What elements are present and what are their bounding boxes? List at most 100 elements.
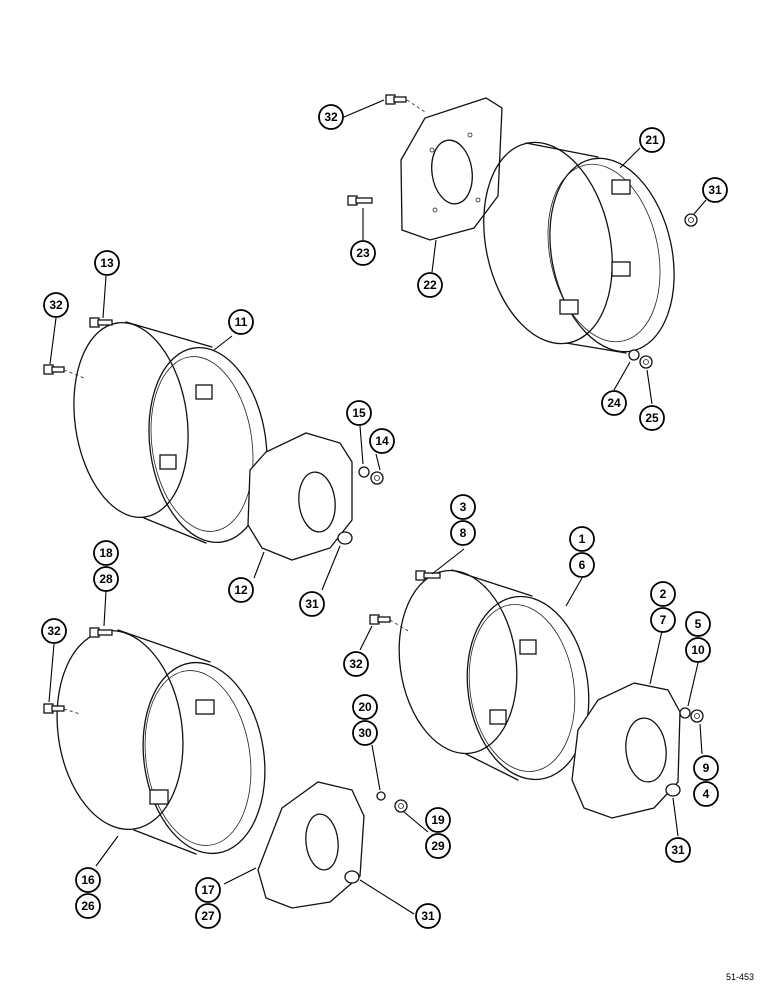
spacer-31-mid <box>337 531 353 545</box>
center-plate-17-27 <box>257 781 365 909</box>
callout-25: 25 <box>639 405 665 431</box>
svg-text:10: 10 <box>691 643 705 657</box>
svg-text:5: 5 <box>695 617 702 631</box>
svg-text:23: 23 <box>356 246 370 260</box>
bolt-13 <box>89 317 113 328</box>
callout-31-bottom: 31 <box>415 903 441 929</box>
svg-text:31: 31 <box>708 183 722 197</box>
callout-19: 19 <box>425 807 451 833</box>
callout-14: 14 <box>369 428 395 454</box>
callout-22: 22 <box>417 272 443 298</box>
callout-23: 23 <box>350 240 376 266</box>
svg-text:31: 31 <box>421 909 435 923</box>
center-plate-12 <box>247 432 353 561</box>
svg-text:25: 25 <box>645 411 659 425</box>
svg-text:31: 31 <box>305 597 319 611</box>
diagram-reference-number: 51-453 <box>725 972 754 982</box>
svg-text:14: 14 <box>375 434 389 448</box>
bolt-32-mid <box>43 364 85 379</box>
nuts-14-15 <box>358 466 384 485</box>
svg-text:8: 8 <box>460 526 467 540</box>
callout-20: 20 <box>352 694 378 720</box>
svg-text:32: 32 <box>47 624 61 638</box>
leader-lines <box>48 99 707 915</box>
callout-29: 29 <box>425 833 451 859</box>
svg-text:31: 31 <box>671 843 685 857</box>
callout-11: 11 <box>228 309 254 335</box>
svg-text:20: 20 <box>358 700 372 714</box>
callout-15: 15 <box>346 400 372 426</box>
callout-13: 13 <box>94 250 120 276</box>
svg-text:19: 19 <box>431 813 445 827</box>
callout-8: 8 <box>450 520 476 546</box>
rim-1-6 <box>398 569 590 781</box>
nut-31-top <box>684 213 698 227</box>
callout-1: 1 <box>569 526 595 552</box>
svg-text:1: 1 <box>579 532 586 546</box>
svg-text:30: 30 <box>358 726 372 740</box>
svg-text:24: 24 <box>607 396 621 410</box>
callout-27: 27 <box>195 903 221 929</box>
svg-text:32: 32 <box>349 657 363 671</box>
callout-31-right: 31 <box>665 837 691 863</box>
svg-text:27: 27 <box>201 909 215 923</box>
callout-28: 28 <box>93 566 119 592</box>
callout-9: 9 <box>693 755 719 781</box>
callout-26: 26 <box>75 893 101 919</box>
callout-31-top: 31 <box>702 177 728 203</box>
callout-16: 16 <box>75 867 101 893</box>
bolt-32-right <box>369 614 411 633</box>
callout-7: 7 <box>650 607 676 633</box>
svg-text:13: 13 <box>100 256 114 270</box>
nuts-5-10-9-4 <box>679 707 704 723</box>
spacer-31-bottom <box>344 870 360 884</box>
callout-32-right: 32 <box>343 651 369 677</box>
svg-text:9: 9 <box>703 761 710 775</box>
callout-6: 6 <box>569 552 595 578</box>
callout-12: 12 <box>228 577 254 603</box>
svg-text:2: 2 <box>660 587 667 601</box>
callout-5: 5 <box>685 611 711 637</box>
bolt-3-8 <box>415 570 441 581</box>
svg-text:32: 32 <box>49 298 63 312</box>
rim-11 <box>73 321 268 544</box>
callout-32-bottom: 32 <box>41 618 67 644</box>
center-plate-22 <box>400 97 503 241</box>
rim-16-26 <box>56 629 266 855</box>
svg-text:21: 21 <box>645 133 659 147</box>
callout-4: 4 <box>693 781 719 807</box>
callout-3: 3 <box>450 494 476 520</box>
callout-32-mid: 32 <box>43 292 69 318</box>
svg-text:17: 17 <box>201 883 215 897</box>
svg-text:6: 6 <box>579 558 586 572</box>
nuts-20-30-19-29 <box>376 791 408 813</box>
svg-text:22: 22 <box>423 278 437 292</box>
center-plate-2-7 <box>571 682 681 819</box>
svg-text:4: 4 <box>703 787 710 801</box>
callout-18: 18 <box>93 540 119 566</box>
svg-text:12: 12 <box>234 583 248 597</box>
bolt-32-bottom <box>43 703 81 715</box>
callout-31-mid: 31 <box>299 591 325 617</box>
svg-text:7: 7 <box>660 613 667 627</box>
callout-10: 10 <box>685 637 711 663</box>
callout-2: 2 <box>650 581 676 607</box>
callout-17: 17 <box>195 877 221 903</box>
callout-32-top: 32 <box>318 104 344 130</box>
svg-text:11: 11 <box>235 315 248 329</box>
bolt-18-28 <box>89 627 113 638</box>
callout-24: 24 <box>601 390 627 416</box>
svg-text:26: 26 <box>81 899 95 913</box>
svg-text:18: 18 <box>99 546 113 560</box>
callout-21: 21 <box>639 127 665 153</box>
spacer-31-right <box>665 783 681 797</box>
callout-30: 30 <box>352 720 378 746</box>
svg-text:28: 28 <box>99 572 113 586</box>
svg-text:3: 3 <box>460 500 467 514</box>
washer-nut-24-25 <box>628 349 653 369</box>
svg-text:29: 29 <box>431 839 445 853</box>
svg-text:16: 16 <box>81 873 95 887</box>
svg-text:32: 32 <box>324 110 338 124</box>
bolt-32-top <box>385 94 426 113</box>
